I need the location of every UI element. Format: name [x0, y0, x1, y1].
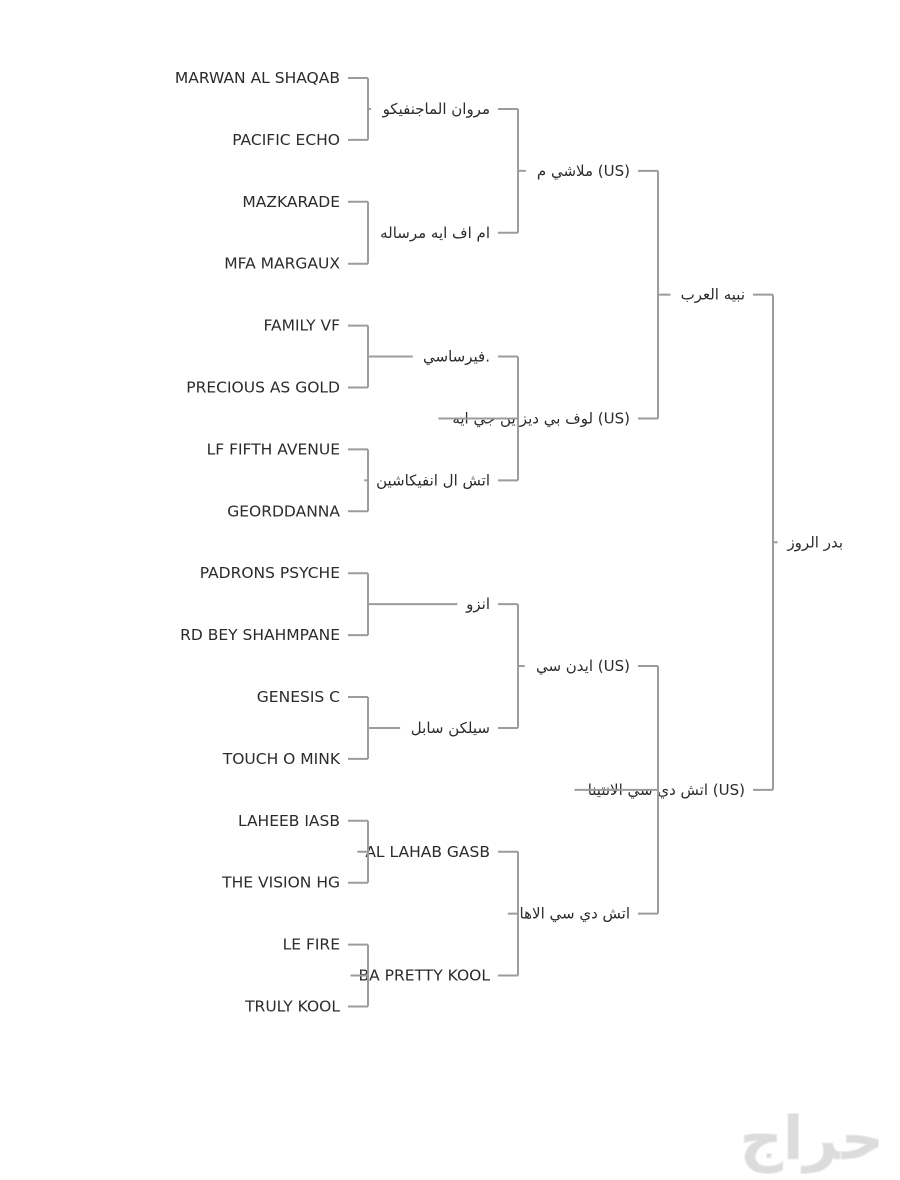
pedigree-node-gen4: LF FIFTH AVENUE: [207, 440, 340, 458]
pedigree-node-gen2: لوف بي ديزاين جي ايه (US): [452, 409, 630, 428]
haraj-watermark-logo: حراج: [739, 1104, 884, 1174]
pedigree-node-gen4: TRULY KOOL: [244, 998, 340, 1016]
pedigree-node-gen4: PACIFIC ECHO: [232, 131, 340, 149]
pedigree-node-gen1: اتش دي سي الانتينا (US): [588, 781, 745, 800]
pedigree-node-gen3: فيرساسي.: [423, 348, 490, 367]
pedigree-node-gen4: TOUCH O MINK: [222, 750, 341, 768]
pedigree-node-gen4: MFA MARGAUX: [224, 255, 340, 273]
pedigree-node-gen3: BA PRETTY KOOL: [359, 967, 491, 985]
pedigree-node-gen3: انزو: [465, 595, 490, 613]
pedigree-node-gen0: بدر الروز: [786, 533, 843, 551]
pedigree-node-gen4: LAHEEB IASB: [238, 812, 340, 830]
pedigree-node-gen4: FAMILY VF: [263, 317, 340, 335]
pedigree-node-gen1: نبيه العرب: [681, 286, 745, 304]
pedigree-node-gen3: AL LAHAB GASB: [365, 843, 490, 861]
pedigree-node-gen4: MARWAN AL SHAQAB: [175, 69, 340, 87]
pedigree-node-gen4: THE VISION HG: [221, 874, 340, 892]
pedigree-node-gen3: مروان الماجنفيكو: [382, 100, 490, 118]
watermark-text: حراج: [740, 1104, 884, 1174]
pedigree-node-gen2: ايدن سي (US): [536, 657, 630, 676]
pedigree-node-gen4: PRECIOUS AS GOLD: [186, 379, 340, 397]
pedigree-node-gen4: RD BEY SHAHMPANE: [180, 626, 340, 644]
pedigree-node-gen2: ملاشي م (US): [537, 162, 630, 181]
pedigree-node-gen3: سيلكن سابل: [411, 719, 490, 737]
pedigree-node-gen2: اتش دي سي الاها: [520, 905, 630, 924]
pedigree-node-gen4: LE FIRE: [283, 936, 340, 954]
pedigree-node-gen4: GEORDDANNA: [227, 502, 340, 520]
pedigree-node-gen3: اتش ال انفيكاشين: [376, 471, 490, 489]
pedigree-node-gen4: PADRONS PSYCHE: [200, 564, 340, 582]
pedigree-node-gen3: ام اف ايه مرساله: [380, 224, 490, 242]
pedigree-node-gen4: GENESIS C: [257, 688, 340, 706]
pedigree-node-gen4: MAZKARADE: [242, 193, 340, 211]
